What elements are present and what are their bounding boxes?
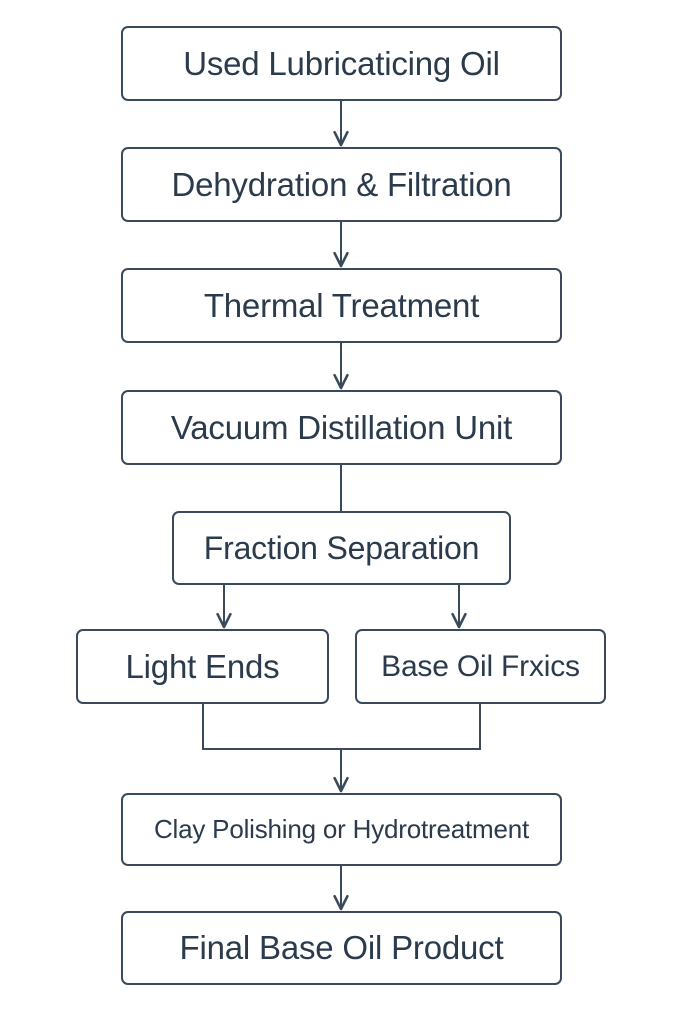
node-label: Base Oil Frxics — [381, 649, 580, 683]
node-label: Used Lubricaticing Oil — [183, 44, 500, 82]
node-label: Light Ends — [125, 647, 280, 685]
node-vacuum-distillation: Vacuum Distillation Unit — [121, 390, 562, 465]
node-thermal-treatment: Thermal Treatment — [121, 268, 562, 343]
node-dehydration-filtration: Dehydration & Filtration — [121, 147, 562, 222]
node-clay-polishing: Clay Polishing or Hydrotreatment — [121, 793, 562, 866]
node-label: Vacuum Distillation Unit — [170, 408, 513, 446]
edge-merge-to-polishing — [202, 704, 481, 750]
node-label: Final Base Oil Product — [179, 929, 504, 966]
node-label: Clay Polishing or Hydrotreatment — [153, 814, 530, 844]
node-light-ends: Light Ends — [76, 629, 329, 704]
node-base-oil-fractions: Base Oil Frxics — [355, 629, 606, 704]
node-final-product: Final Base Oil Product — [121, 911, 562, 985]
node-used-oil: Used Lubricaticing Oil — [121, 26, 562, 101]
node-label: Dehydration & Filtration — [171, 165, 512, 203]
node-label: Fraction Separation — [203, 529, 480, 566]
node-fraction-separation: Fraction Separation — [172, 511, 511, 585]
node-label: Thermal Treatment — [203, 286, 480, 324]
